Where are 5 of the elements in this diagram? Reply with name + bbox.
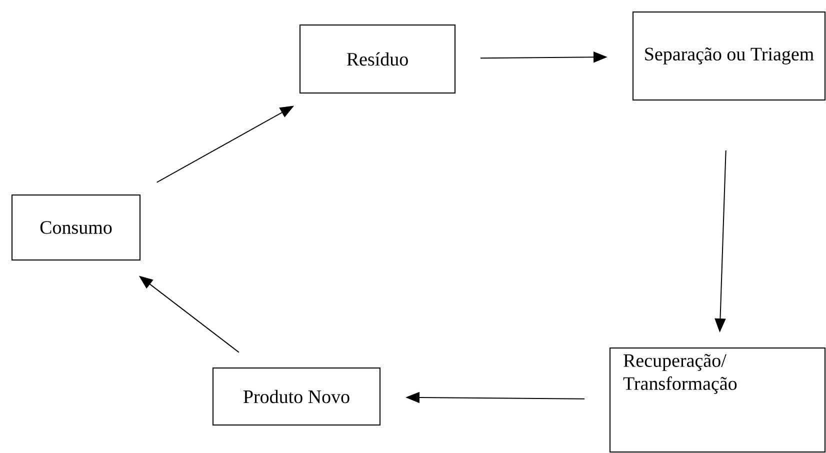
process-box: Consumo: [12, 194, 140, 260]
process-box: Resíduo: [300, 24, 456, 94]
process-box: Separação ou Triagem: [632, 12, 826, 100]
process-box: Recuperação/ Transformação: [610, 348, 826, 452]
process-box: Produto Novo: [212, 368, 380, 426]
